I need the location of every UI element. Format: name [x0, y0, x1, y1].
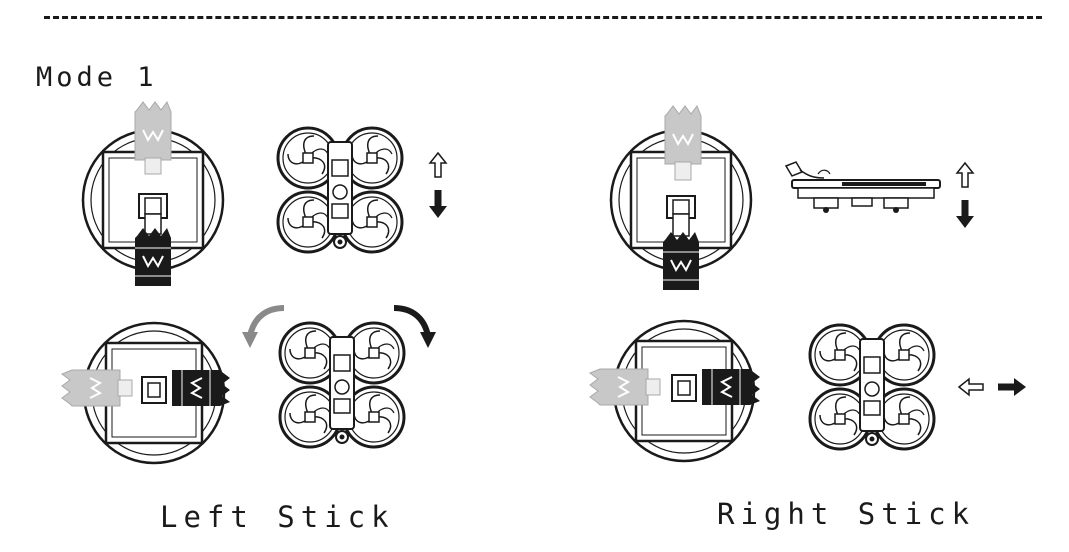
left-stick-yaw-gimbal	[61, 321, 231, 465]
right-stick-label: Right Stick	[717, 497, 976, 531]
throttle-up-arrow-icon	[429, 152, 447, 178]
yaw-right-curved-arrow-icon	[393, 305, 436, 348]
dashed-divider	[44, 16, 1042, 19]
right-stick-roll-gimbal	[589, 319, 761, 463]
yaw-left-curved-arrow-icon	[242, 305, 285, 348]
drone-top-view-throttle	[270, 125, 410, 255]
roll-right-arrow-icon	[998, 378, 1026, 396]
pitch-down-arrow-icon	[956, 200, 974, 228]
roll-left-arrow-icon	[957, 377, 984, 397]
throttle-down-arrow-icon	[429, 190, 447, 218]
drone-side-view-pitch	[784, 161, 941, 213]
left-stick-label: Left Stick	[160, 500, 395, 534]
pitch-up-arrow-icon	[956, 162, 974, 188]
drone-top-view-roll	[802, 322, 942, 452]
left-stick-throttle-gimbal	[81, 101, 225, 287]
right-stick-pitch-gimbal	[609, 105, 753, 291]
mode-title: Mode 1	[36, 62, 158, 93]
